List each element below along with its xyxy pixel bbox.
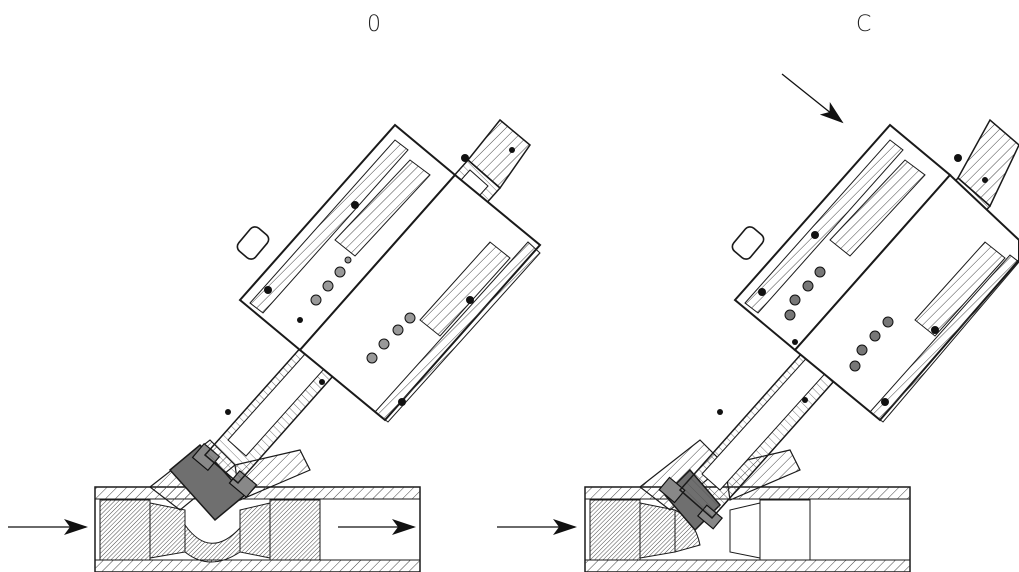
state-label-closed: C (856, 12, 872, 37)
valve-closed-actuator (731, 123, 1019, 423)
valve-open-actuator (236, 123, 542, 423)
valve-open-body (94, 439, 421, 572)
valve-closed (584, 118, 1019, 572)
valve-open-seals (225, 147, 515, 415)
valve-open (94, 118, 542, 572)
state-label-open: 0 (367, 12, 381, 37)
arrow-actuation-right (781, 73, 844, 124)
flow-arrows (8, 73, 844, 535)
valve-closed-seals (717, 154, 988, 415)
